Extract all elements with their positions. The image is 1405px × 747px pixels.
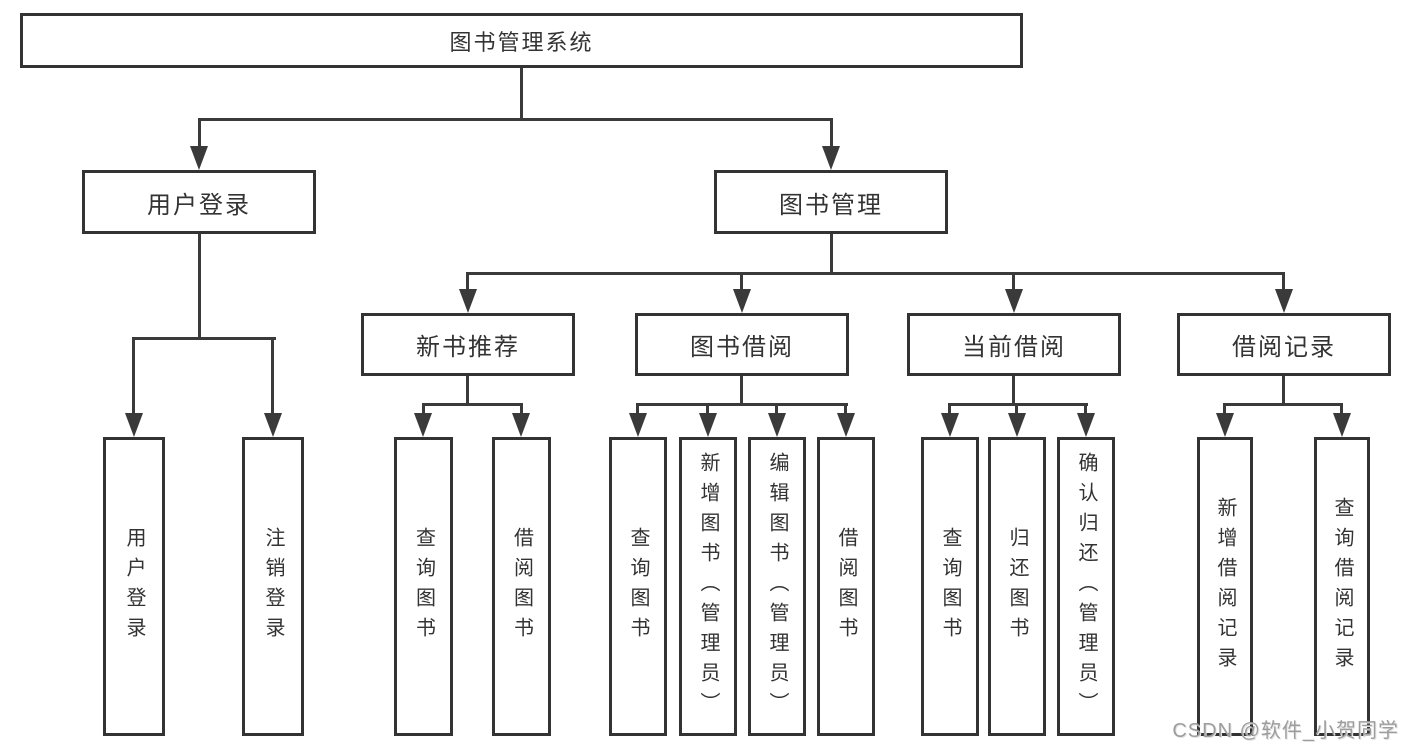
connector-drop-level3	[466, 272, 469, 292]
arrowhead-down-icon	[941, 413, 959, 437]
node-label: 借阅记录	[1232, 334, 1336, 361]
leaf-return-books: 归还图书	[988, 437, 1046, 736]
node-user-login: 用户登录	[82, 170, 316, 234]
node-label: 新书推荐	[416, 334, 520, 361]
node-label: 图书管理	[779, 191, 883, 219]
node-borrowing-records: 借阅记录	[1177, 313, 1391, 376]
leaf-edit-books-admin: 编辑图书（管理员）	[748, 437, 806, 736]
csdn-watermark: CSDN @软件_小贺同学	[1172, 720, 1399, 742]
arrowhead-down-icon	[459, 289, 477, 313]
connector-drop-leaf	[520, 403, 523, 416]
connector-drop-level3	[740, 272, 743, 292]
node-current-borrowing: 当前借阅	[907, 313, 1121, 376]
connector-drop-leaf	[948, 403, 951, 416]
arrowhead-down-icon	[190, 146, 208, 170]
node-label: 新增图书（管理员）	[697, 451, 719, 722]
node-library-management-system: 图书管理系统	[20, 13, 1023, 68]
connector-mgmt-stub	[830, 234, 833, 274]
leaf-query-books: 查询图书	[921, 437, 979, 736]
arrowhead-down-icon	[1333, 413, 1351, 437]
connector-login-stub	[198, 234, 201, 337]
connector-drop-leaf	[636, 403, 639, 416]
connector-drop-leaf	[706, 403, 709, 416]
connector-group-stub	[1012, 376, 1015, 405]
connector-drop-leaf	[132, 337, 135, 416]
leaf-borrow-books: 借阅图书	[492, 437, 551, 736]
connector-group-stub	[1282, 376, 1285, 405]
arrowhead-down-icon	[125, 413, 143, 437]
connector-drop-user-login	[198, 118, 201, 148]
connector-drop-leaf	[1340, 403, 1343, 416]
connector-group-stub	[466, 376, 469, 405]
arrowhead-down-icon	[1275, 289, 1293, 313]
connector-login-horizontal	[132, 337, 276, 340]
node-label: 归还图书	[1006, 526, 1028, 647]
connector-drop-level3	[1282, 272, 1285, 292]
node-label: 编辑图书（管理员）	[766, 451, 788, 722]
arrowhead-down-icon	[768, 413, 786, 437]
node-label: 查询图书	[939, 526, 961, 647]
connector-group-horizontal	[422, 403, 523, 406]
node-new-book-recommend: 新书推荐	[361, 313, 575, 376]
leaf-query-books: 查询图书	[394, 437, 453, 736]
connector-drop-leaf	[1015, 403, 1018, 416]
node-label: 查询图书	[412, 526, 435, 647]
arrowhead-down-icon	[1216, 413, 1234, 437]
connector-drop-leaf	[1223, 403, 1226, 416]
arrowhead-down-icon	[1077, 413, 1095, 437]
node-label: 借阅图书	[835, 526, 857, 647]
arrowhead-down-icon	[733, 289, 751, 313]
connector-drop-leaf	[1084, 403, 1087, 416]
arrowhead-down-icon	[822, 146, 840, 170]
connector-group-horizontal	[1223, 403, 1343, 406]
connector-root-stub	[520, 68, 523, 120]
leaf-add-books-admin: 新增图书（管理员）	[679, 437, 737, 736]
arrowhead-down-icon	[1005, 289, 1023, 313]
node-label: 图书管理系统	[449, 29, 594, 55]
leaf-logout: 注销登录	[242, 437, 304, 736]
node-book-borrowing: 图书借阅	[635, 313, 849, 376]
connector-group-horizontal	[948, 403, 1088, 406]
node-label: 用户登录	[123, 526, 145, 647]
node-label: 查询图书	[627, 526, 649, 647]
node-label: 图书借阅	[690, 334, 794, 361]
node-label: 当前借阅	[962, 334, 1066, 361]
connector-drop-book-mgmt	[830, 118, 833, 148]
node-book-management: 图书管理	[714, 170, 948, 234]
leaf-add-borrow-record: 新增借阅记录	[1197, 437, 1253, 736]
connector-mgmt-horizontal	[467, 272, 1285, 275]
node-label: 注销登录	[262, 526, 284, 647]
node-label: 用户登录	[147, 191, 251, 219]
connector-drop-leaf	[271, 337, 274, 416]
connector-drop-leaf	[422, 403, 425, 416]
leaf-query-borrow-record: 查询借阅记录	[1314, 437, 1370, 736]
leaf-query-books: 查询图书	[609, 437, 667, 736]
leaf-borrow-books: 借阅图书	[817, 437, 875, 736]
arrowhead-down-icon	[414, 413, 432, 437]
arrowhead-down-icon	[629, 413, 647, 437]
node-label: 借阅图书	[510, 526, 533, 647]
connector-drop-leaf	[844, 403, 847, 416]
leaf-user-login: 用户登录	[103, 437, 165, 736]
connector-group-horizontal	[636, 403, 848, 406]
connector-drop-leaf	[775, 403, 778, 416]
leaf-confirm-return-admin: 确认归还（管理员）	[1057, 437, 1115, 736]
arrowhead-down-icon	[1008, 413, 1026, 437]
connector-group-stub	[740, 376, 743, 405]
arrowhead-down-icon	[512, 413, 530, 437]
connector-drop-level3	[1012, 272, 1015, 292]
arrowhead-down-icon	[264, 413, 282, 437]
node-label: 新增借阅记录	[1214, 496, 1236, 677]
connector-root-horizontal	[198, 118, 833, 121]
node-label: 确认归还（管理员）	[1075, 451, 1097, 722]
node-label: 查询借阅记录	[1331, 496, 1353, 677]
arrowhead-down-icon	[837, 413, 855, 437]
arrowhead-down-icon	[699, 413, 717, 437]
